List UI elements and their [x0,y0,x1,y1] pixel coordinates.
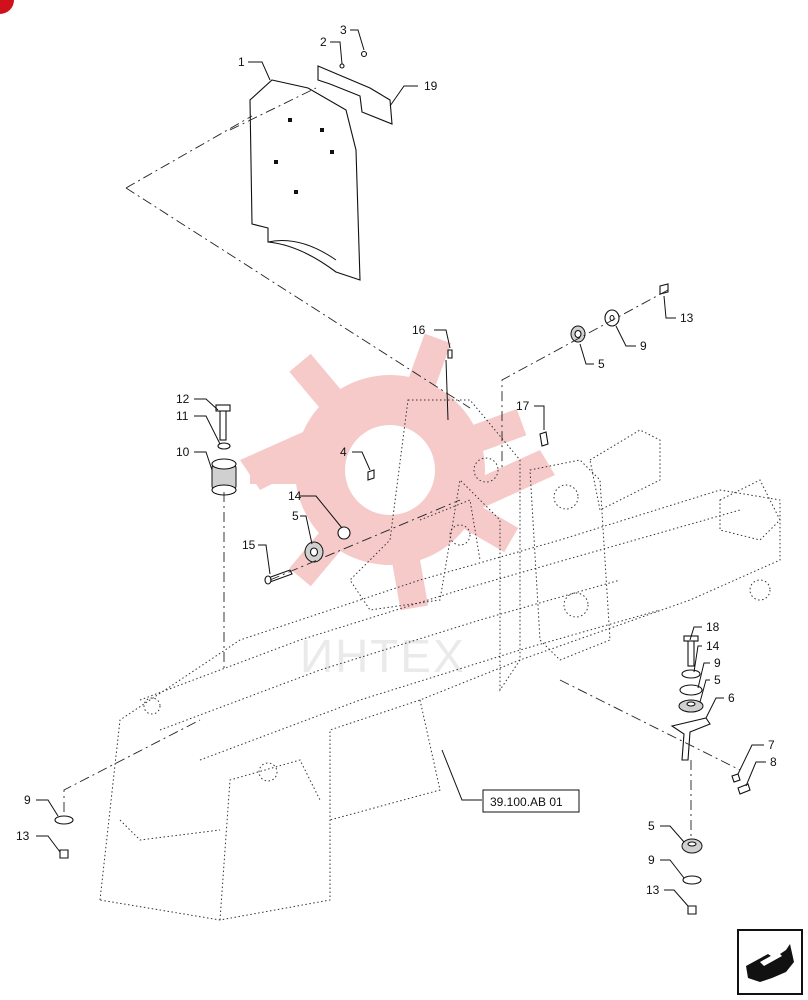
callout-leaders [36,29,766,907]
pin-part-16 [447,349,453,359]
leader-dash [229,87,317,131]
washer-part-11 [217,442,231,450]
callout-11: 11 [176,409,189,423]
corner-marker-icon [0,0,14,14]
panel-part-1 [249,79,361,281]
reference-link-box[interactable]: 39.100.AB 01 [482,789,580,813]
main-frame [99,429,781,921]
washer-part-9 [604,309,620,327]
bushing-part-5 [570,325,586,343]
leader-dash [125,187,471,409]
callout-14: 14 [288,489,302,503]
callout-8: 8 [770,755,777,769]
callout-17: 17 [516,399,530,413]
mount-part-10 [211,458,237,496]
reference-link-text[interactable]: 39.100.AB 01 [490,795,563,809]
bolt-part-12 [215,404,231,441]
callout-5: 5 [714,673,721,687]
callout-labels: 1 2 3 19 13 9 5 16 17 12 11 10 4 14 5 15… [16,23,777,897]
screw-part-8 [737,783,751,795]
nut-part-7 [731,773,741,783]
callout-18: 18 [706,620,720,634]
bushing-part-5 [304,541,324,563]
bracket-part-19 [317,65,393,125]
bolt-part-13 [59,849,69,859]
screw-part-2 [339,63,345,69]
bracket-part-6 [670,717,711,761]
callout-6: 6 [728,691,735,705]
callout-2: 2 [320,35,327,49]
callout-10: 10 [176,445,190,459]
leader-dash [501,289,669,470]
watermark-text: ИНТЕХ [300,630,466,682]
callout-5: 5 [648,819,655,833]
leader-dash [269,499,461,581]
bushing-part-5 [681,838,703,854]
washer-part-9 [54,815,74,825]
callout-9: 9 [640,339,647,353]
washer-part-9 [679,684,703,696]
callout-12: 12 [176,392,190,406]
pin-part-4 [367,469,375,481]
upright-tower [349,399,611,692]
callout-1: 1 [238,55,245,69]
bushing-part-5 [678,699,704,713]
callout-9: 9 [648,853,655,867]
washer-part-14 [337,526,351,540]
bolt-part-13 [687,905,697,915]
callout-16: 16 [412,323,426,337]
callout-5: 5 [598,357,605,371]
callout-15: 15 [242,538,256,552]
pin-part-17 [539,431,549,447]
callout-9: 9 [24,793,31,807]
next-page-arrow-icon[interactable] [737,929,803,995]
callout-13: 13 [16,829,30,843]
callout-9: 9 [714,656,721,670]
leader-dash [559,679,741,771]
callout-7: 7 [768,738,775,752]
callout-5: 5 [292,509,299,523]
callout-13: 13 [680,311,694,325]
leader-dash [125,115,253,189]
watermark-logo: ИНТЕХ [240,333,555,682]
callout-13: 13 [646,883,660,897]
callout-3: 3 [340,23,347,37]
washer-part-9 [682,875,702,885]
callout-4: 4 [340,445,347,459]
screw-part-3 [360,50,368,58]
washer-part-14 [681,669,701,679]
callout-19: 19 [424,79,438,93]
callout-14: 14 [706,639,720,653]
leader-dash [63,719,201,812]
bolt-part-15 [264,569,293,585]
